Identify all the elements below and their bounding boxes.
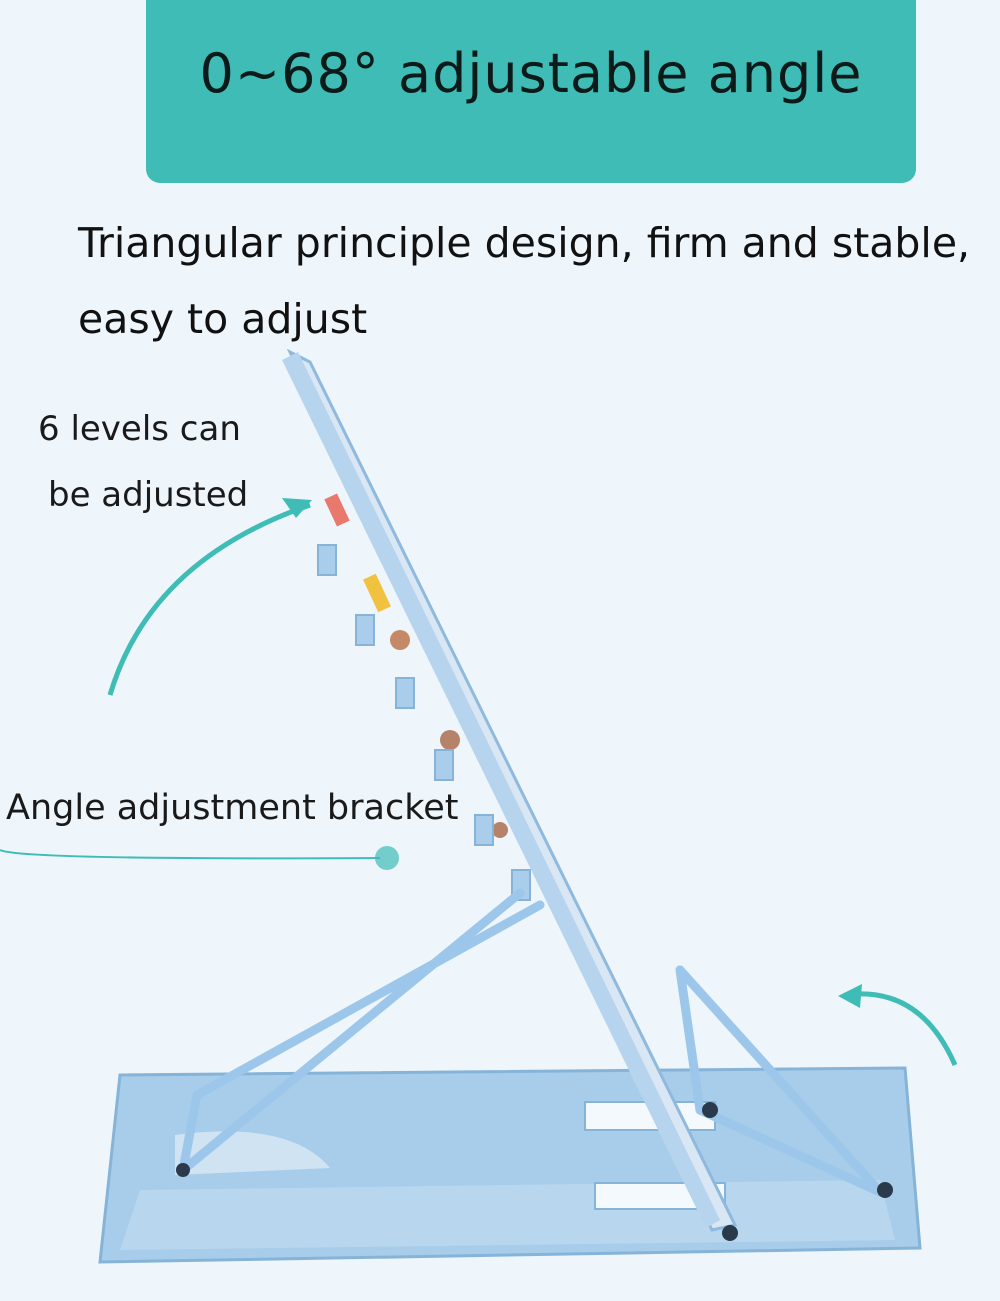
levels-callout: 6 levels can be adjusted xyxy=(38,396,278,528)
curved-arrow-icon xyxy=(107,498,312,696)
bracket-callout: Angle adjustment bracket xyxy=(6,788,459,828)
levels-callout-line2: be adjusted xyxy=(48,475,249,515)
pointer-line-icon xyxy=(0,846,399,870)
subtitle-text: Triangular principle design, firm and st… xyxy=(78,219,971,343)
levels-callout-line1: 6 levels can xyxy=(38,409,241,449)
banner-title: 0~68° adjustable angle xyxy=(199,42,863,105)
title-banner: 0~68° adjustable angle xyxy=(146,0,916,183)
curved-arrow-icon xyxy=(838,984,958,1067)
